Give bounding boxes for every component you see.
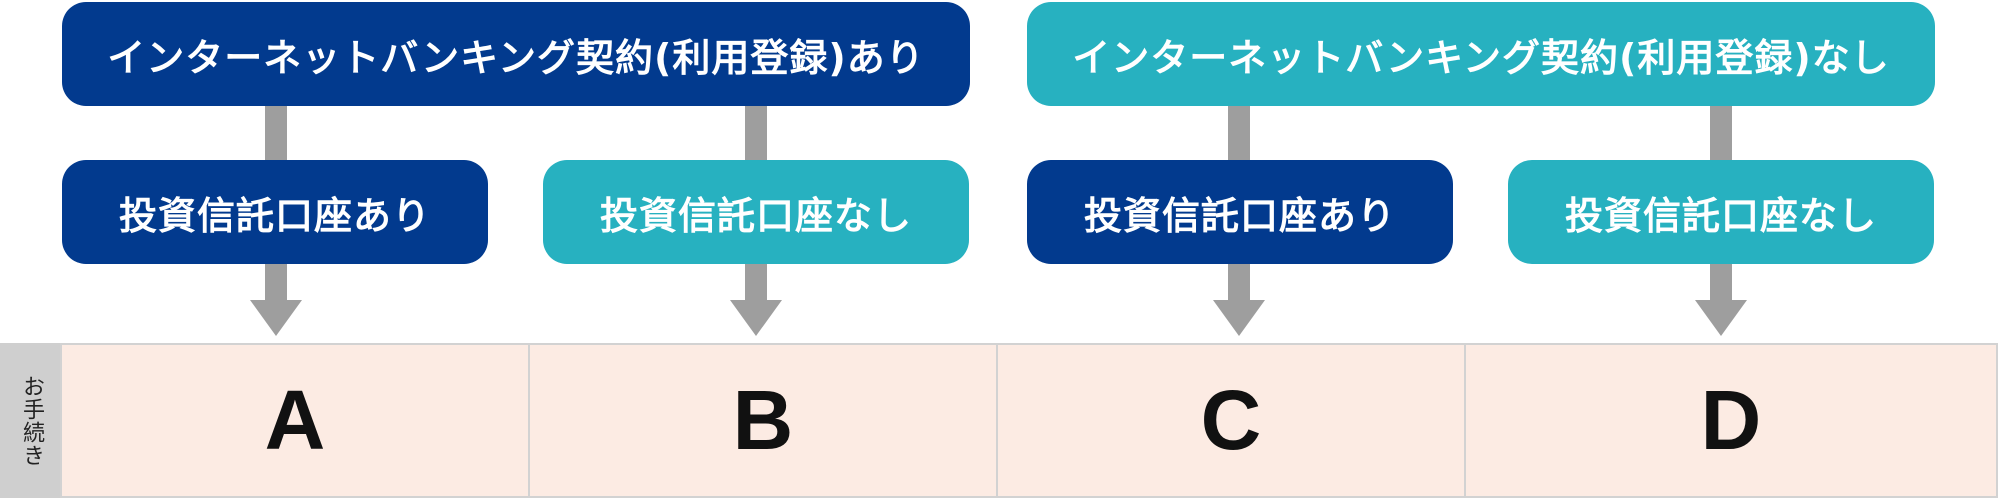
investment-account-label: 投資信託口座なし — [1564, 193, 1877, 238]
down-arrow-icon — [730, 264, 782, 336]
investment-account-no-box: 投資信託口座なし — [543, 160, 969, 264]
procedure-table: お手続き A B C D — [0, 343, 2000, 498]
internet-banking-no-box: インターネットバンキング契約(利用登録)なし — [1027, 2, 1935, 106]
procedure-letter: D — [1700, 373, 1762, 467]
down-arrow-icon — [1213, 264, 1265, 336]
investment-account-yes-box: 投資信託口座あり — [62, 160, 488, 264]
investment-account-label: 投資信託口座なし — [599, 193, 912, 238]
procedure-letter: A — [264, 373, 326, 467]
down-arrow-icon — [250, 264, 302, 336]
procedure-cell-d: D — [1464, 343, 1998, 498]
internet-banking-yes-label: インターネットバンキング契約(利用登録)あり — [107, 35, 925, 80]
internet-banking-no-label: インターネットバンキング契約(利用登録)なし — [1072, 35, 1890, 80]
connector-line — [1710, 106, 1732, 162]
connector-line — [1228, 106, 1250, 162]
procedure-side-text: お手続き — [19, 374, 44, 467]
connector-line — [745, 106, 767, 162]
procedure-side-label: お手続き — [0, 343, 62, 498]
investment-account-label: 投資信託口座あり — [118, 193, 431, 238]
procedure-cell-a: A — [60, 343, 530, 498]
procedure-letter: B — [732, 373, 794, 467]
connector-line — [265, 106, 287, 162]
procedure-letter: C — [1200, 373, 1262, 467]
investment-account-yes-box: 投資信託口座あり — [1027, 160, 1453, 264]
procedure-cell-b: B — [528, 343, 998, 498]
procedure-cell-c: C — [996, 343, 1466, 498]
down-arrow-icon — [1695, 264, 1747, 336]
investment-account-label: 投資信託口座あり — [1083, 193, 1396, 238]
investment-account-no-box: 投資信託口座なし — [1508, 160, 1934, 264]
internet-banking-yes-box: インターネットバンキング契約(利用登録)あり — [62, 2, 970, 106]
